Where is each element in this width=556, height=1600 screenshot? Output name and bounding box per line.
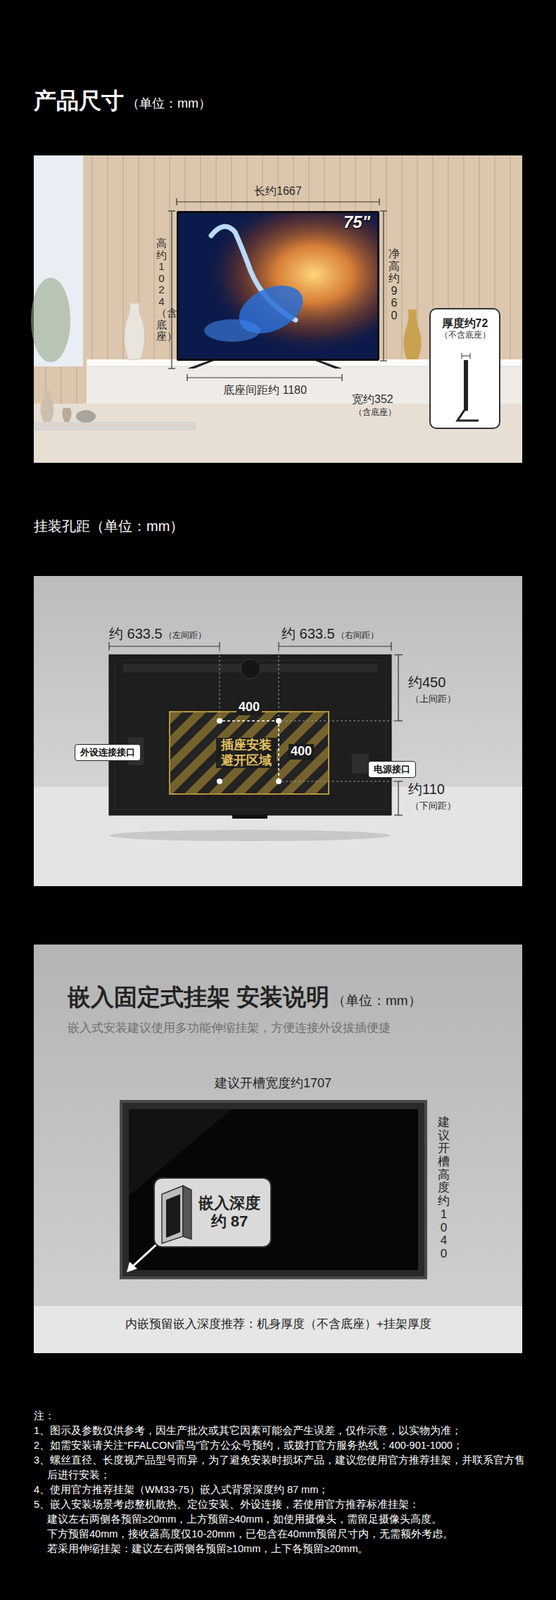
note-line: 4、使用官方推荐挂架（WM33-75）嵌入式背景深度约 87 mm； <box>33 1483 527 1499</box>
dimension-note: （下间距） <box>410 800 457 813</box>
note-line: 建议左右两侧各预留≥20mm，上方预留≥40mm，如使用摄像头，需留足摄像头高度… <box>33 1513 527 1528</box>
node-text: 外设连接接口 <box>80 747 136 759</box>
embed-panel <box>33 945 523 1355</box>
hole-spacing: 400 <box>236 700 262 716</box>
dimension-lines <box>168 198 388 382</box>
note-line: 若采用伸缩挂架：建议左右两侧各预留≥10mm，上下各预留≥20mm。 <box>33 1542 527 1558</box>
thickness-box: 厚度约72（不含底座） <box>429 308 501 430</box>
dimension: 高约1024（含底座） <box>156 237 167 343</box>
dimension-note: （含底座） <box>354 407 397 418</box>
dimension: 约450 <box>408 674 446 692</box>
dimension: 约 633.5 <box>109 625 163 643</box>
dimension-note: （右间距） <box>336 630 379 641</box>
tv-front <box>176 211 380 369</box>
notes-list: 注：1、图示及参数仅供参考，因生产批次或其它因素可能会产生误差，仅作示意，以实物… <box>33 1409 527 1558</box>
section-heading: 嵌入固定式挂架 安装说明 <box>67 983 330 1013</box>
note-line: 1、图示及参数仅供参考，因生产批次或其它因素可能会产生误差，仅作示意，以实物为准… <box>33 1424 527 1440</box>
port-label: 电源接口 <box>368 761 416 779</box>
depth-callout: 嵌入深度 约 87 <box>153 1178 272 1249</box>
recommendation: 内嵌预留嵌入深度推荐：机身厚度（不含底座）+挂架厚度 <box>125 1318 432 1333</box>
dimension: 宽约352 <box>351 392 394 407</box>
section-heading: 挂装孔距（单位：mm） <box>33 517 184 535</box>
node-text: 插座安装 避开区域 <box>216 738 277 769</box>
node-text: 嵌入深度 约 87 <box>195 1195 264 1233</box>
note-line: 注： <box>33 1409 527 1425</box>
page-title: 产品尺寸 <box>33 87 124 115</box>
dimension: 建议开槽宽度约1707 <box>214 1076 332 1093</box>
node-text: （不含底座） <box>439 330 491 340</box>
room-scene <box>30 155 523 464</box>
dimension: 建议开槽高度约1040 <box>437 1116 450 1262</box>
note-line: 5、嵌入安装场景考虑整机散热、定位安装、外设连接，若使用官方推荐标准挂架： <box>33 1498 527 1514</box>
size-badge: 75" <box>343 212 371 233</box>
node-text: 电源接口 <box>373 764 411 776</box>
dimension: 底座间距约 1180 <box>223 383 307 397</box>
dimension: 净高约 960 <box>388 247 400 323</box>
wall-mount-panel <box>33 576 523 887</box>
hole-spacing: 400 <box>288 744 314 761</box>
node-text: 厚度约72 <box>441 316 489 331</box>
unit-note: （单位：mm） <box>332 993 422 1010</box>
note-line: 下方预留40mm，接收器高度仅10-20mm，已包含在40mm预留尺寸内，无需额… <box>33 1527 527 1543</box>
dimension-note: （左间距） <box>163 630 207 641</box>
dimension: 长约1667 <box>254 184 302 198</box>
unit-note: （单位：mm） <box>126 96 212 112</box>
subtitle: 嵌入式安装建议使用多功能伸缩挂架，方便连接外设拔插便捷 <box>67 1021 391 1036</box>
dimension: 约110 <box>408 781 445 799</box>
dimension-note: （上间距） <box>410 693 457 706</box>
port-label: 外设连接接口 <box>74 744 141 762</box>
dimension: 约 633.5 <box>281 625 336 643</box>
note-line: 3、螺丝直径、长度视产品型号而异，为了避免安装时损坏产品，建议您使用官方推荐挂架… <box>33 1454 527 1484</box>
note-line: 2、如需安装请关注“FFALCON雷鸟”官方公众号预约，或拨打官方服务热线：40… <box>33 1439 527 1455</box>
